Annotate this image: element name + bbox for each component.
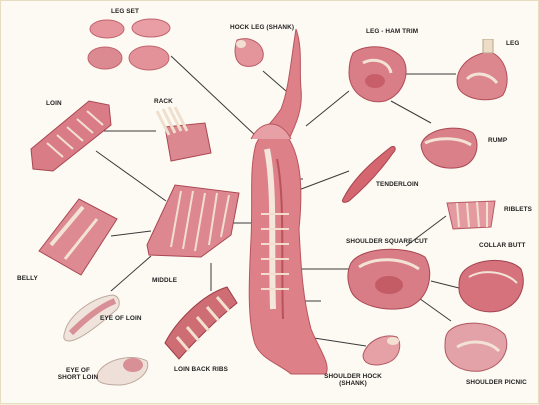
label-eye-of-short-loin-line1: EYE OF [53, 367, 103, 374]
label-tenderloin: TENDERLOIN [376, 181, 419, 188]
label-loin: LOIN [46, 100, 62, 107]
label-belly: BELLY [17, 275, 38, 282]
leg-set-image [87, 16, 177, 74]
label-shoulder-hock-line2: (SHANK) [323, 380, 383, 387]
label-leg: LEG [506, 40, 519, 47]
collar-butt-image [455, 253, 527, 315]
shoulder-hock-image [359, 331, 403, 367]
label-shoulder-hock: SHOULDER HOCK (SHANK) [323, 373, 383, 387]
tenderloin-image [337, 143, 399, 203]
rump-image [417, 121, 481, 171]
label-leg-ham-trim: LEG - HAM TRIM [366, 28, 418, 35]
label-loin-back-ribs: LOIN BACK RIBS [174, 366, 228, 373]
label-collar-butt: COLLAR BUTT [479, 242, 526, 249]
middle-image [141, 179, 243, 259]
shoulder-square-cut-image [345, 243, 435, 313]
label-hock-leg: HOCK LEG (SHANK) [230, 24, 294, 31]
half-carcass [241, 29, 341, 379]
belly-image [35, 197, 121, 277]
label-middle: MIDDLE [152, 277, 177, 284]
label-riblets: RIBLETS [504, 206, 532, 213]
label-rump: RUMP [488, 137, 507, 144]
label-eye-of-short-loin: EYE OF SHORT LOIN [53, 367, 103, 381]
shoulder-picnic-image [441, 317, 511, 373]
leg-image [453, 39, 511, 103]
label-shoulder-hock-line1: SHOULDER HOCK [323, 373, 383, 380]
riblets-image [443, 197, 499, 233]
label-leg-set: LEG SET [111, 8, 139, 15]
label-shoulder-square-cut: SHOULDER SQUARE CUT [346, 238, 428, 245]
rack-image [151, 105, 213, 163]
label-eye-of-short-loin-line2: SHORT LOIN [53, 374, 103, 381]
loin-image [27, 97, 113, 173]
leg-ham-trim-image [345, 43, 411, 105]
label-shoulder-picnic: SHOULDER PICNIC [466, 379, 527, 386]
loin-back-ribs-image [161, 285, 241, 361]
label-rack: RACK [154, 98, 173, 105]
hock-leg-image [231, 36, 269, 70]
label-eye-of-loin: EYE OF LOIN [100, 315, 142, 322]
